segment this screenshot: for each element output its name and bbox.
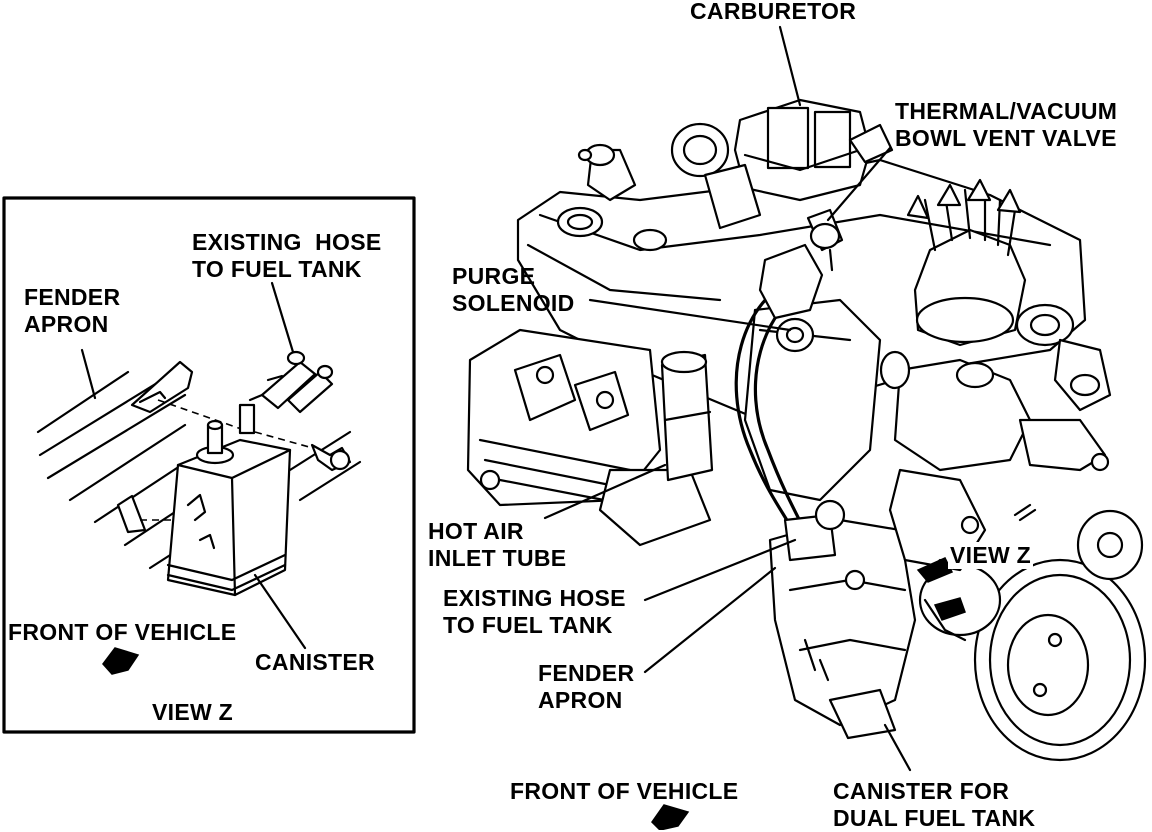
inset-hose-line-2: TO FUEL TANK [192,256,362,282]
inset-canister [166,403,292,597]
hot-air-line-2: INLET TUBE [428,545,567,571]
thermal-line-2: BOWL VENT VALVE [895,125,1117,151]
dual-tank-canister [768,499,917,740]
purge-solenoid-label: PURGE SOLENOID [452,263,575,317]
valve-cover-left [466,328,712,547]
main-front-arrow-icon [651,804,690,830]
main-hose-line-1: EXISTING HOSE [443,585,626,611]
inset-view-label: VIEW Z [152,699,234,725]
main-fender-apron-label: FENDER APRON [538,660,634,714]
main-existing-hose-label: EXISTING HOSE TO FUEL TANK [443,585,626,639]
canister-dual-line-1: CANISTER FOR [833,778,1010,804]
thermal-line-1: THERMAL/VACUUM [895,98,1118,124]
main-view-z-label: VIEW Z [948,542,1034,569]
thermal-vacuum-label: THERMAL/VACUUM BOWL VENT VALVE [895,98,1117,152]
inset-fender-line-1: FENDER [24,284,121,310]
hot-air-inlet-tube [660,350,714,482]
inset-canister-label: CANISTER [255,649,375,675]
main-fender-line-2: APRON [538,687,623,713]
carburetor-assembly [670,98,894,230]
inset-fender-line-2: APRON [24,311,109,337]
crank-pulley [918,509,1147,762]
purge-solenoid [758,243,824,353]
thermal-vacuum-valve [806,208,844,272]
inset-existing-hose-label: EXISTING HOSE TO FUEL TANK [192,229,382,283]
purge-hose [734,273,802,547]
main-hose-line-2: TO FUEL TANK [443,612,613,638]
hot-air-line-1: HOT AIR [428,518,524,544]
inset-hose [248,350,352,472]
inset-view-z [2,196,416,734]
inset-front-of-vehicle-label: FRONT OF VEHICLE [8,619,237,645]
purge-line-1: PURGE [452,263,536,289]
inset-fender-apron [36,360,362,570]
canister-dual-tank-label: CANISTER FOR DUAL FUEL TANK [833,778,1035,832]
hot-air-inlet-label: HOT AIR INLET TUBE [428,518,566,572]
inset-fender-apron-label: FENDER APRON [24,284,120,338]
inset-frame [2,196,416,734]
canister-dual-line-2: DUAL FUEL TANK [833,805,1036,831]
main-fender-line-1: FENDER [538,660,635,686]
main-front-of-vehicle-label: FRONT OF VEHICLE [510,778,739,804]
carburetor-label: CARBURETOR [690,0,857,24]
engine-assembly [466,25,1147,830]
distributor [906,178,1027,347]
purge-line-2: SOLENOID [452,290,575,316]
inset-front-arrow-icon [102,647,140,675]
inset-hose-line-1: EXISTING HOSE [192,229,382,255]
